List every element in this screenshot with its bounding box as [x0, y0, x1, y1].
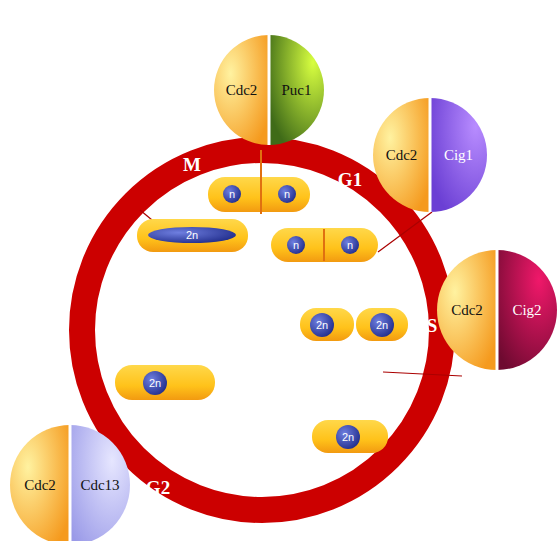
divider: [429, 98, 432, 212]
yeast-cell: [208, 177, 310, 212]
nucleus: 2n: [336, 425, 360, 449]
half-slot: Cig1: [430, 98, 487, 212]
half-slot: Cdc2: [10, 425, 70, 541]
nucleus-circle: [143, 371, 167, 395]
cyclin-half: [269, 35, 324, 145]
nucleus: n: [223, 185, 241, 203]
nucleus: n: [278, 185, 296, 203]
half-slot: Puc1: [269, 35, 324, 145]
half-slot: Cdc2: [214, 35, 269, 145]
cyclin-name: Cdc13: [80, 477, 119, 494]
nucleus-circle: [287, 236, 305, 254]
septum: [323, 229, 325, 261]
septum: [260, 150, 262, 214]
cdk-half: [214, 35, 269, 145]
phase-label: S: [427, 315, 438, 337]
kinase-name: Cdc2: [386, 147, 418, 164]
ploidy-label: 2n: [149, 378, 161, 389]
phase-label: M: [183, 154, 201, 176]
nucleus: n: [341, 236, 359, 254]
complex-circle: Cdc2 Puc1: [214, 35, 324, 145]
ploidy-label: n: [293, 240, 299, 251]
nucleus: n: [287, 236, 305, 254]
cyclin-half: [430, 98, 487, 212]
yeast-cell: [356, 308, 408, 341]
divider: [496, 250, 499, 370]
nucleus: 2n: [310, 313, 334, 337]
nucleus-circle: [370, 313, 394, 337]
phase-tick: [383, 372, 462, 376]
kinase-name: Cdc2: [226, 82, 258, 99]
cyclin-name: Cig2: [512, 302, 541, 319]
phase-label: G2: [146, 477, 170, 499]
divider: [69, 425, 72, 541]
cdk-half: [437, 250, 497, 370]
cdk-half: [373, 98, 430, 212]
ploidy-label: n: [347, 240, 353, 251]
ploidy-label: n: [229, 189, 235, 200]
complex-circle: Cdc2 Cdc13: [10, 425, 130, 541]
ploidy-label: 2n: [186, 230, 198, 241]
half-slot: Cdc13: [70, 425, 130, 541]
cyclin-half: [70, 425, 130, 541]
cycle-ring: [82, 150, 442, 510]
yeast-cell: [271, 228, 378, 262]
half-slot: Cdc2: [373, 98, 430, 212]
phase-tick: [140, 210, 152, 220]
kinase-name: Cdc2: [24, 477, 56, 494]
complex-circle: Cdc2 Cig1: [373, 98, 487, 212]
nucleus: 2n: [370, 313, 394, 337]
nucleus: 2n: [148, 227, 236, 243]
phase-tick: [378, 212, 432, 252]
yeast-cell: [115, 365, 215, 400]
half-slot: Cig2: [497, 250, 557, 370]
nucleus: 2n: [143, 371, 167, 395]
complex-circle: Cdc2 Cig2: [437, 250, 557, 370]
cyclin-name: Puc1: [282, 82, 312, 99]
yeast-cell: [137, 219, 248, 252]
kinase-name: Cdc2: [451, 302, 483, 319]
cyclin-name: Cig1: [444, 147, 473, 164]
nucleus-circle: [341, 236, 359, 254]
ploidy-label: n: [284, 189, 290, 200]
divider: [268, 35, 271, 145]
ploidy-label: 2n: [376, 320, 388, 331]
nucleus-circle: [223, 185, 241, 203]
phase-label: G1: [338, 169, 362, 191]
ploidy-label: 2n: [316, 320, 328, 331]
nucleus-circle: [310, 313, 334, 337]
nucleus-circle: [336, 425, 360, 449]
half-slot: Cdc2: [437, 250, 497, 370]
ploidy-label: 2n: [342, 432, 354, 443]
yeast-cell: [300, 308, 354, 341]
nucleus-circle: [278, 185, 296, 203]
cdk-half: [10, 425, 70, 541]
nucleus-ellipse: [148, 227, 236, 243]
yeast-cell: [312, 420, 388, 453]
cyclin-half: [497, 250, 557, 370]
